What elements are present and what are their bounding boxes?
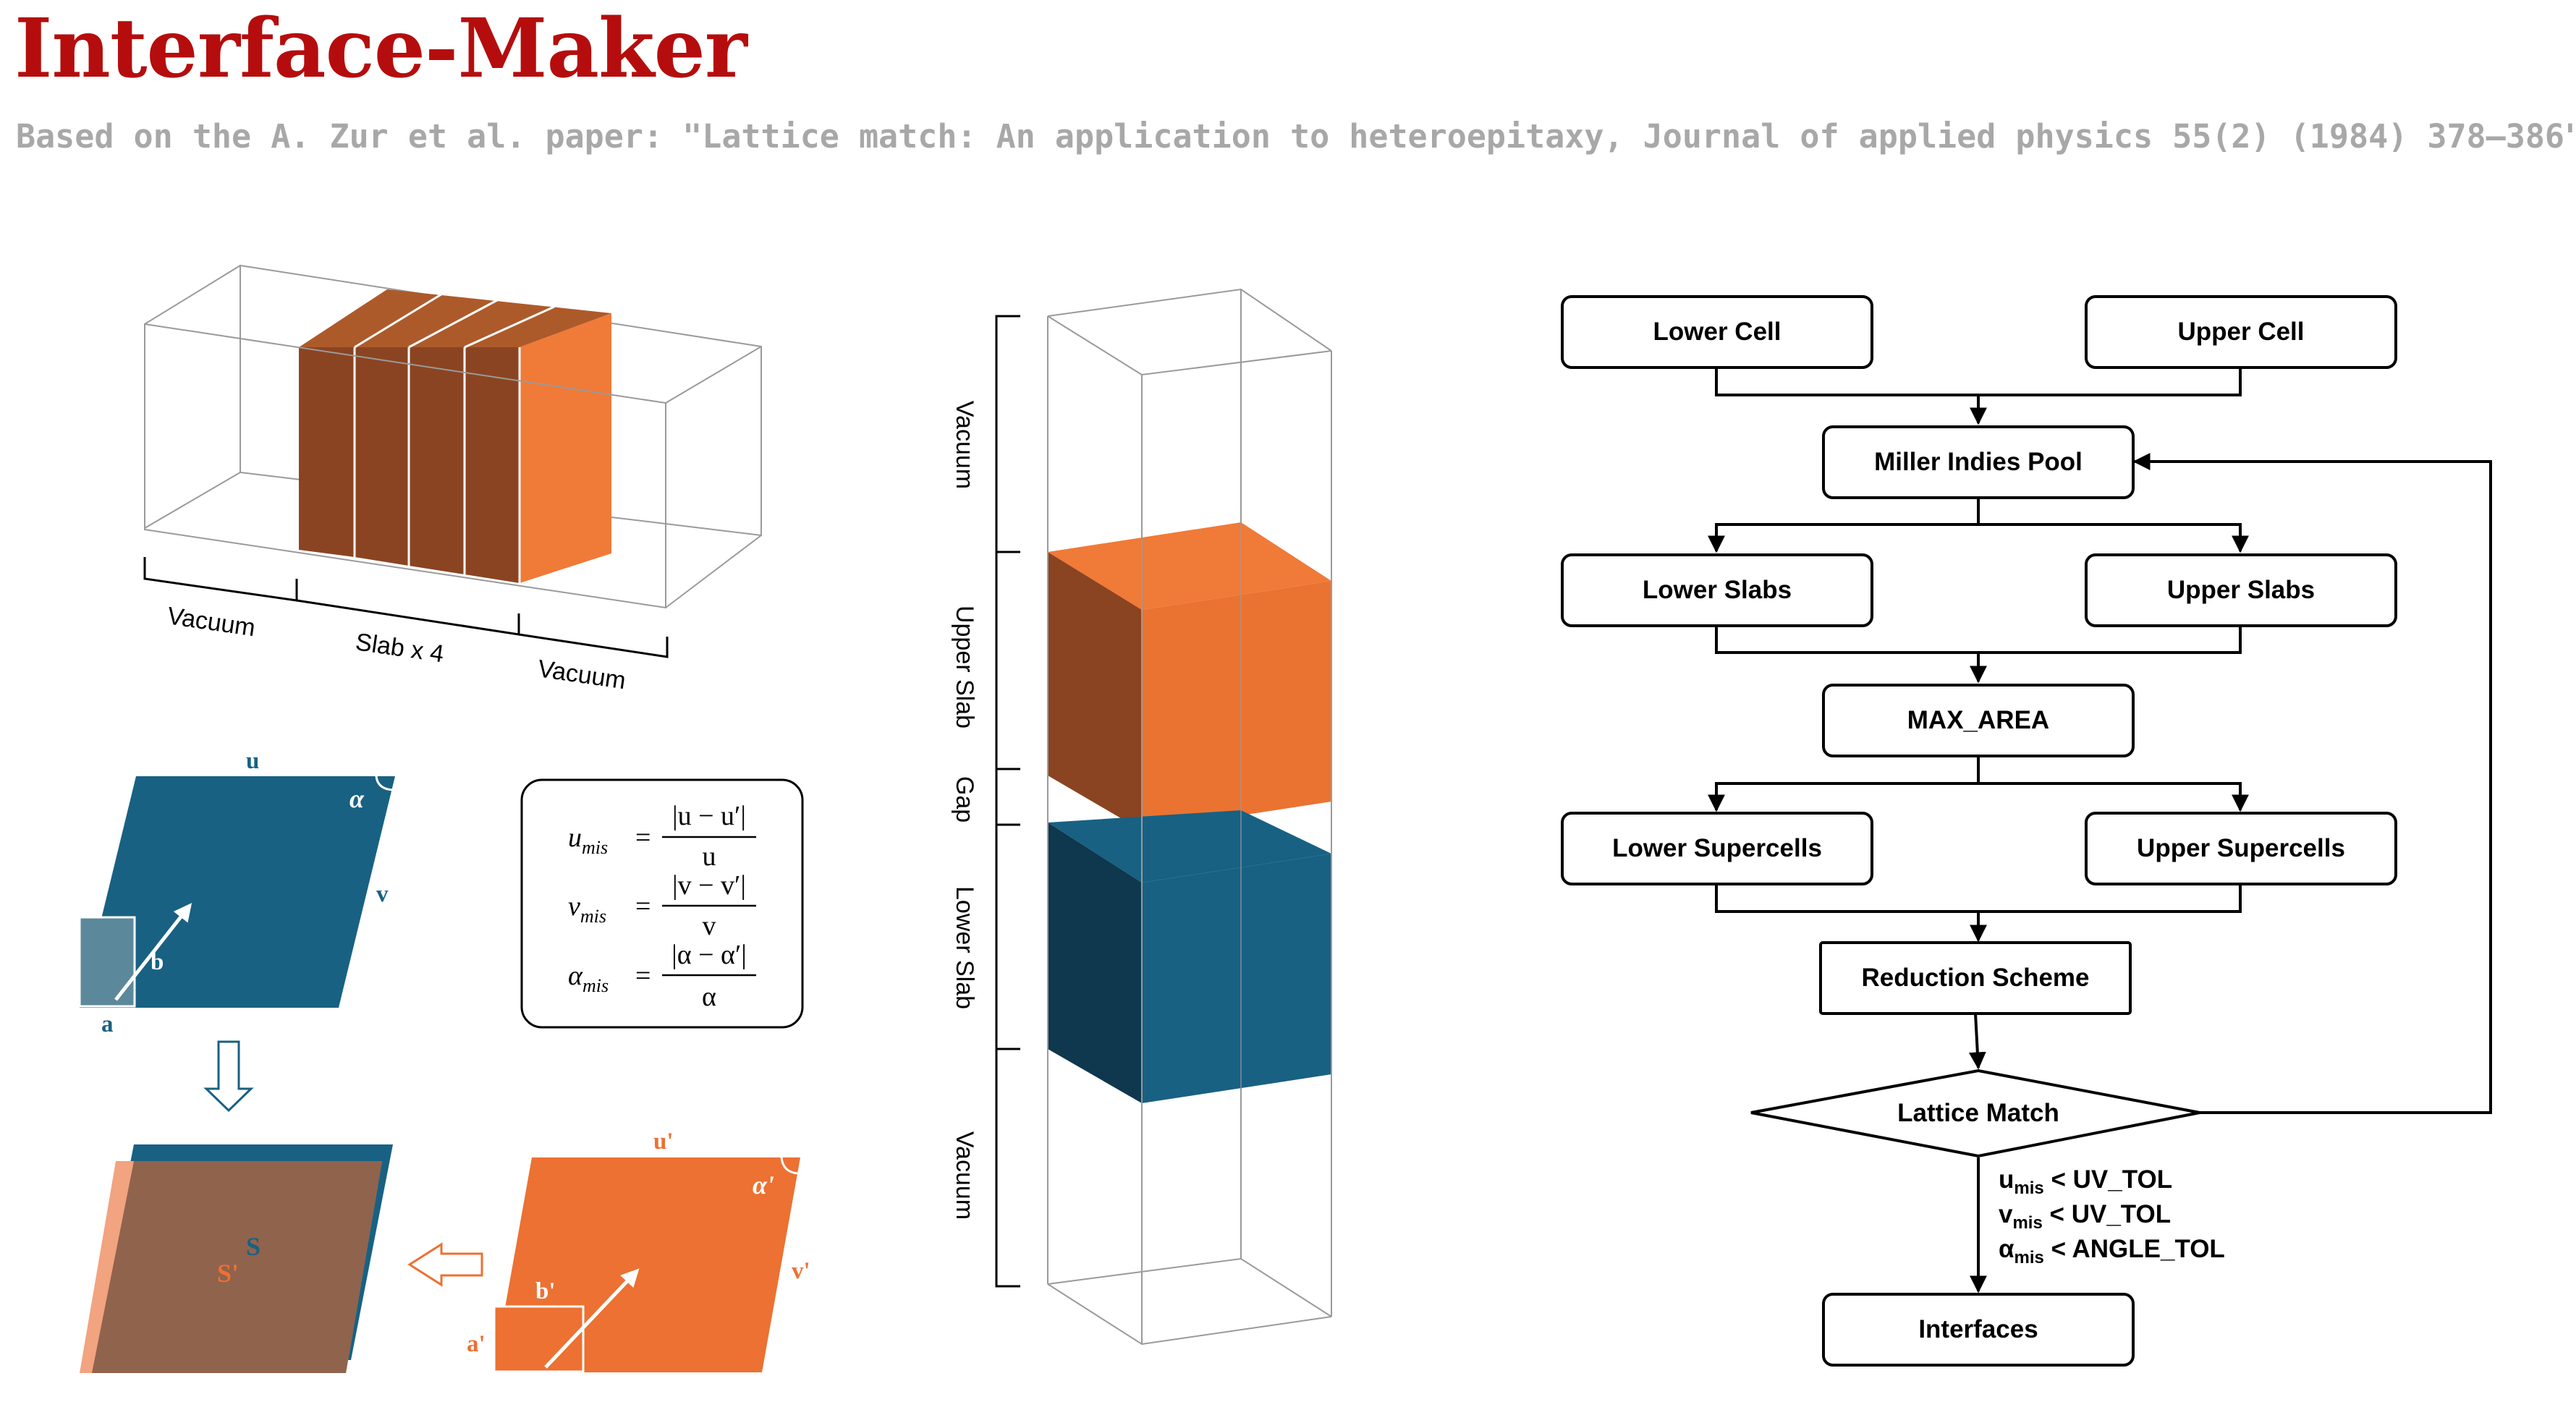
- label-alpha: α: [349, 784, 365, 813]
- label-v: v: [376, 881, 389, 907]
- node-reduction-scheme: Reduction Scheme: [1819, 941, 2132, 1015]
- slab-layer-2: [355, 347, 409, 566]
- slab-layer-3: [409, 347, 465, 574]
- node-upper-cell: Upper Cell: [2085, 295, 2397, 369]
- node-lower-supercells: Lower Supercells: [1561, 812, 1873, 885]
- overlap-region: [92, 1161, 382, 1373]
- svg-text:αmis < ANGLE_TOL: αmis < ANGLE_TOL: [1999, 1235, 2225, 1267]
- formula-v-lhs: vmis: [568, 891, 606, 927]
- label-v-prime: v': [792, 1258, 810, 1284]
- stack-label-gap: Gap: [951, 776, 978, 823]
- svg-text:Upper Supercells: Upper Supercells: [2137, 834, 2345, 862]
- svg-text:Upper Slabs: Upper Slabs: [2167, 576, 2315, 604]
- left-arrow-icon: [407, 1242, 483, 1287]
- match-conditions: umis < UV_TOL vmis < UV_TOL αmis < ANGLE…: [1999, 1165, 2225, 1267]
- basis-square-ab-prime: [493, 1305, 585, 1373]
- stack-label-lower-slab: Lower Slab: [951, 886, 978, 1009]
- basis-square-ab: [78, 916, 136, 1008]
- svg-text:Upper Cell: Upper Cell: [2177, 318, 2304, 346]
- page-title: Interface-Maker: [14, 1, 747, 96]
- lower-lattice-cell: [80, 776, 395, 1008]
- mismatch-formulas: umis = |u − u′| u vmis = |v − v′| v αmis…: [520, 778, 804, 1029]
- svg-text:Interfaces: Interfaces: [1918, 1315, 2038, 1343]
- workflow-flowchart: Lower Cell Upper Cell Miller Indies Pool…: [1561, 295, 2492, 1367]
- node-miller-indices-pool: Miller Indies Pool: [1822, 425, 2135, 499]
- formula-v-eq: =: [635, 891, 651, 922]
- slab-layer-1: [299, 347, 355, 557]
- svg-text:MAX_AREA: MAX_AREA: [1907, 706, 2049, 734]
- svg-text:Lower Cell: Lower Cell: [1653, 318, 1781, 346]
- label-u-prime: u': [653, 1129, 674, 1155]
- label-a: a: [101, 1011, 114, 1037]
- upper-slab-left: [1048, 552, 1142, 830]
- slab-layer-4: [465, 347, 520, 583]
- slab-stack-diagram: Vacuum Slab x 4 Vacuum: [143, 264, 762, 694]
- down-arrow-icon: [203, 1040, 254, 1113]
- slab-label-slab: Slab x 4: [354, 628, 446, 668]
- node-upper-slabs: Upper Slabs: [2085, 553, 2397, 627]
- lower-slab-front: [1142, 854, 1331, 1103]
- node-lattice-match: Lattice Match: [1750, 1069, 2200, 1158]
- node-lower-slabs: Lower Slabs: [1561, 553, 1873, 627]
- svg-text:umis < UV_TOL: umis < UV_TOL: [1999, 1165, 2172, 1198]
- label-b: b: [151, 949, 164, 975]
- slab-label-vacuum-right: Vacuum: [536, 655, 627, 694]
- slab-front-face: [520, 313, 611, 583]
- formula-u-lhs: umis: [568, 823, 608, 858]
- label-alpha-prime: α': [753, 1171, 774, 1199]
- formula-alpha-numerator: |α − α′|: [671, 940, 747, 970]
- formula-v-numerator: |v − v′|: [672, 870, 746, 901]
- node-interfaces: Interfaces: [1822, 1293, 2135, 1367]
- formula-alpha-eq: =: [635, 961, 651, 991]
- svg-text:Miller Indies Pool: Miller Indies Pool: [1874, 448, 2083, 476]
- svg-text:Lower Supercells: Lower Supercells: [1612, 834, 1822, 862]
- node-lower-cell: Lower Cell: [1561, 295, 1873, 369]
- svg-text:Lower Slabs: Lower Slabs: [1643, 576, 1792, 604]
- formula-alpha-denominator: α: [702, 982, 716, 1012]
- slab-label-vacuum-left: Vacuum: [166, 602, 257, 642]
- label-s: S: [246, 1232, 260, 1261]
- page-subtitle: Based on the A. Zur et al. paper: "Latti…: [16, 117, 2576, 156]
- formula-u-numerator: |u − u′|: [672, 801, 746, 831]
- label-b-prime: b': [535, 1278, 556, 1304]
- upper-slab-front: [1142, 581, 1331, 830]
- label-s-prime: S': [217, 1259, 239, 1288]
- lattice-diagram: u α v b a S S' u' α' v' b' a': [78, 748, 810, 1373]
- svg-text:Lattice Match: Lattice Match: [1897, 1099, 2059, 1127]
- formula-u-eq: =: [635, 823, 651, 853]
- formula-u-denominator: u: [703, 841, 716, 872]
- label-a-prime: a': [467, 1331, 486, 1357]
- lower-slab-left: [1048, 823, 1142, 1103]
- stack-label-upper-slab: Upper Slab: [951, 606, 978, 728]
- svg-text:Reduction Scheme: Reduction Scheme: [1861, 964, 2089, 992]
- node-upper-supercells: Upper Supercells: [2085, 812, 2397, 885]
- svg-text:vmis < UV_TOL: vmis < UV_TOL: [1999, 1200, 2171, 1233]
- label-u: u: [246, 748, 259, 774]
- upper-slab-top: [1048, 522, 1331, 610]
- interface-stack-diagram: Vacuum Upper Slab Gap Lower Slab Vacuum: [951, 288, 1332, 1346]
- stack-label-vacuum-bottom: Vacuum: [951, 1131, 978, 1220]
- formula-alpha-lhs: αmis: [568, 961, 609, 996]
- formula-v-denominator: v: [703, 911, 716, 941]
- node-max-area: MAX_AREA: [1822, 684, 2135, 757]
- stack-label-vacuum-top: Vacuum: [951, 401, 978, 489]
- lower-slab-top: [1048, 810, 1331, 883]
